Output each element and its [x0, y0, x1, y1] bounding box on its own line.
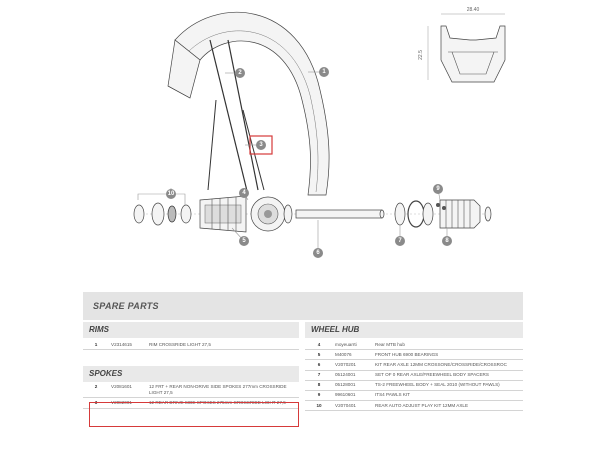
part-code: V2081601 — [109, 382, 147, 399]
part-description: ITS4 PAWLS KIT — [373, 390, 523, 402]
table-row: 10 V2070401 REAR AUTO ADJUST PLAY KIT 12… — [305, 400, 523, 412]
part-number: 9 — [305, 390, 333, 402]
part-description: TS-2 FREEWHEEL BODY + SEAL 2010 (WITHOUT… — [373, 380, 523, 391]
callout-4: 4 — [239, 188, 249, 198]
wheel-hub-table: 4 moyeuarrti Rear MTB hub 5 M40076 FRONT… — [305, 340, 523, 412]
part-description: Rear MTB hub — [373, 340, 523, 351]
part-code: M40076 — [333, 349, 373, 361]
part-number: 8 — [305, 380, 333, 391]
callout-1: 1 — [319, 67, 329, 77]
leader-lines — [137, 71, 448, 253]
part-code: moyeuarrti — [333, 340, 373, 351]
svg-text:4: 4 — [242, 190, 246, 196]
part-code: V2314615 — [109, 340, 147, 351]
spare-parts-header: SPARE PARTS — [83, 292, 523, 320]
svg-text:5: 5 — [242, 238, 246, 244]
svg-text:1: 1 — [322, 69, 326, 75]
spoke-3-highlight — [89, 402, 299, 427]
part-description: REAR AUTO ADJUST PLAY KIT 12MM AXLE — [373, 400, 523, 412]
callout-8: 8 — [442, 236, 452, 246]
spare-parts-title: SPARE PARTS — [93, 301, 159, 311]
exploded-diagram: 28.40 22.5 — [133, 7, 506, 258]
table-row: 4 moyeuarrti Rear MTB hub — [305, 340, 523, 351]
rim-width-label: 28.40 — [467, 7, 480, 13]
rim-height-label: 22.5 — [418, 50, 424, 60]
svg-text:2: 2 — [238, 70, 242, 76]
part-number: 5 — [305, 349, 333, 361]
rim-profile-drawing: 28.40 22.5 — [418, 7, 506, 83]
part-number: 7 — [305, 370, 333, 381]
table-row: 1 V2314615 RIM CROSSRIDE LIGHT 27,5 — [83, 340, 299, 351]
callout-5: 5 — [239, 236, 249, 246]
spokes-heading: SPOKES — [83, 366, 299, 382]
svg-text:7: 7 — [398, 238, 402, 244]
part-number: 6 — [305, 359, 333, 371]
svg-text:8: 8 — [445, 238, 449, 244]
svg-text:10: 10 — [168, 191, 175, 197]
part-description: KIT REAR AXLE 12MM CROSSONE/CROSSRIDE/CR… — [373, 359, 523, 371]
svg-text:6: 6 — [316, 250, 320, 256]
part-number: 2 — [83, 382, 109, 399]
table-row: 2 V2081601 12 FRT + REAR NON-DRIVE SIDE … — [83, 382, 299, 399]
part-code: 99610601 — [333, 390, 373, 402]
callout-3: 3 — [256, 140, 266, 150]
part-number: 1 — [83, 340, 109, 351]
svg-text:3: 3 — [259, 142, 263, 148]
part-description: SET OF 0 REAR AXLE/FREEWHEEL BODY SPACER… — [373, 370, 523, 381]
callout-9: 9 — [433, 184, 443, 194]
callout-2: 2 — [235, 68, 245, 78]
rims-table: 1 V2314615 RIM CROSSRIDE LIGHT 27,5 — [83, 340, 299, 351]
part-description: FRONT HUB 6900 BEARINGS — [373, 349, 523, 361]
spokes-drawing — [207, 39, 265, 196]
wheel-hub-heading: WHEEL HUB — [305, 322, 523, 338]
callout-7: 7 — [395, 236, 405, 246]
part-code: V2070401 — [333, 400, 373, 412]
part-description: 12 FRT + REAR NON-DRIVE SIDE SPOKES 277m… — [147, 382, 299, 399]
svg-text:9: 9 — [436, 186, 440, 192]
table-row: 5 M40076 FRONT HUB 6900 BEARINGS — [305, 349, 523, 361]
part-code: 05124001 — [333, 370, 373, 381]
table-row: 8 05128001 TS-2 FREEWHEEL BODY + SEAL 20… — [305, 380, 523, 391]
part-number: 10 — [305, 400, 333, 412]
table-row: 7 05124001 SET OF 0 REAR AXLE/FREEWHEEL … — [305, 370, 523, 381]
hub-assembly-drawing — [133, 195, 492, 233]
rim-drawing — [167, 11, 330, 196]
rims-heading: RIMS — [83, 322, 299, 338]
callout-6: 6 — [313, 248, 323, 258]
part-number: 4 — [305, 340, 333, 351]
part-code: V2070201 — [333, 359, 373, 371]
table-row: 9 99610601 ITS4 PAWLS KIT — [305, 390, 523, 402]
part-description: RIM CROSSRIDE LIGHT 27,5 — [147, 340, 299, 351]
callout-10: 10 — [166, 189, 176, 199]
table-row: 6 V2070201 KIT REAR AXLE 12MM CROSSONE/C… — [305, 359, 523, 371]
part-code: 05128001 — [333, 380, 373, 391]
